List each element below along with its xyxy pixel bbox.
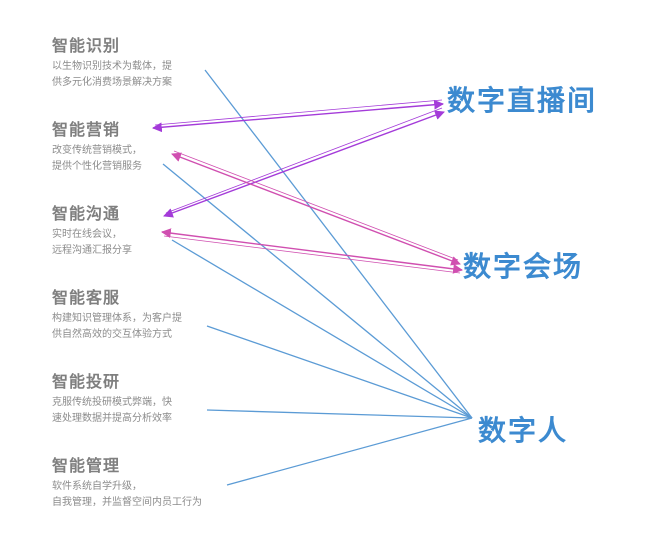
capability-marketing: 智能营销 改变传统营销模式， 提供个性化营销服务 xyxy=(52,120,222,175)
capability-desc: 实时在线会议， 远程沟通汇报分享 xyxy=(52,229,132,256)
capability-desc: 以生物识别技术为载体，提 供多元化消费场景解决方案 xyxy=(52,61,172,88)
line-recognition-to-digital-human xyxy=(204,69,473,419)
line-management-to-digital-human xyxy=(226,417,473,486)
capability-customer-service: 智能客服 构建知识管理体系，为客户提 供自然高效的交互体验方式 xyxy=(52,288,222,343)
capability-desc: 克服传统投研模式弊端，快 速处理数据并提高分析效率 xyxy=(52,397,172,424)
capability-title: 智能识别 xyxy=(52,36,121,55)
capability-desc: 改变传统营销模式， 提供个性化营销服务 xyxy=(52,145,142,172)
capability-communication: 智能沟通 实时在线会议， 远程沟通汇报分享 xyxy=(52,204,222,259)
capability-recognition: 智能识别 以生物识别技术为载体，提 供多元化消费场景解决方案 xyxy=(52,36,222,91)
arrow-communication-venue xyxy=(161,228,463,274)
capability-title: 智能沟通 xyxy=(52,204,121,223)
capability-title: 智能管理 xyxy=(52,456,121,475)
capability-title: 智能客服 xyxy=(52,288,121,307)
capability-investment-research: 智能投研 克服传统投研模式弊端，快 速处理数据并提高分析效率 xyxy=(52,372,222,427)
line-investment-research-to-digital-human xyxy=(206,409,473,419)
capability-desc: 软件系统自学升级， 自我管理，并监督空间内员工行为 xyxy=(52,481,202,508)
target-digital-human: 数字人 xyxy=(478,414,569,447)
target-digital-venue: 数字会场 xyxy=(463,250,584,283)
capability-management: 智能管理 软件系统自学升级， 自我管理，并监督空间内员工行为 xyxy=(52,456,222,511)
target-digital-livestream-room: 数字直播间 xyxy=(447,84,598,117)
connector-lines xyxy=(152,69,473,486)
capability-title: 智能营销 xyxy=(52,120,121,139)
capability-desc: 构建知识管理体系，为客户提 供自然高效的交互体验方式 xyxy=(52,313,182,340)
line-customer-service-to-digital-human xyxy=(206,325,473,419)
capability-title: 智能投研 xyxy=(52,372,121,391)
arrow-communication-venue-2 xyxy=(163,235,461,274)
